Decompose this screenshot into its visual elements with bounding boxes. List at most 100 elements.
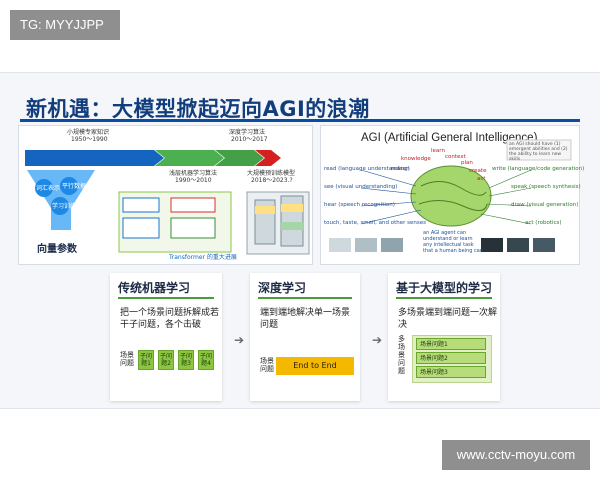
arrow-right-icon: ➔: [234, 333, 245, 347]
scene-problem-3: 场景问题3: [416, 366, 486, 378]
row-label-char-5: 题: [398, 367, 405, 375]
subproblem-2: 子问题2: [158, 350, 174, 370]
scene-problem-1: 场景问题1: [416, 338, 486, 350]
agi-left-hear: hear (speech recognition): [324, 202, 395, 208]
agi-title: AGI (Artificial General Intelligence): [361, 132, 538, 144]
thumb-4: [481, 238, 503, 252]
agi-top-context: context: [445, 154, 466, 160]
scene-problem-2: 场景问题2: [416, 352, 486, 364]
link-hear: [360, 201, 417, 207]
agi-top-create: create: [469, 168, 487, 174]
thumb-3: [381, 238, 403, 252]
card-llm-learning: 基于大模型的学习 多场景端到端问题一次解决 多 场 景 问 题 场景问题1 场景…: [388, 273, 500, 401]
era-4-years: 2018～2023.?: [251, 177, 293, 184]
watermark-bottom: www.cctv-moyu.com: [442, 440, 590, 470]
thumb-6: [533, 238, 555, 252]
agi-left-see: see (visual understanding): [324, 184, 398, 190]
desc-line-1: 多场景端到端问题一次解决: [398, 308, 498, 330]
era-3-years: 2010～2017: [231, 136, 268, 143]
card-description: 端到端地解决单一场景 问题: [260, 307, 350, 331]
end-to-end-bar: End to End: [276, 357, 354, 375]
link-draw: [486, 203, 532, 207]
desc-line-1: 把一个场景问题拆解成若: [120, 308, 220, 318]
transformer-caption: Transformer 的重大进展: [169, 254, 237, 261]
ml-box-3: [122, 217, 160, 239]
era-2-label: 浅层机器学习算法: [169, 170, 218, 177]
era-arrow-1: [25, 150, 164, 166]
row-label-1: 场景: [260, 357, 274, 365]
era-1-label: 小规模专家知识: [67, 129, 110, 136]
desc-line-1: 端到端地解决单一场景: [260, 308, 351, 318]
ml-box-4: [170, 217, 216, 239]
agi-top-reason: reason: [391, 166, 410, 172]
era-arrow-2: [155, 150, 224, 166]
timeline-graphic: [25, 150, 310, 255]
link-read: [360, 169, 417, 187]
card-deep-learning: 深度学习 端到端地解决单一场景 问题 场景 问题 End to End: [250, 273, 360, 401]
row-label-char-3: 景: [398, 351, 405, 359]
subproblem-1: 子问题1: [138, 350, 154, 370]
agi-left-read: read (language understanding): [324, 166, 410, 172]
slide: 新机遇：大模型掀起迈向AGI的浪潮 小规模专: [0, 72, 600, 409]
row-label-char-1: 多: [398, 335, 405, 343]
link-write: [488, 169, 532, 189]
title-accent-line: [396, 297, 492, 299]
funnel-circle-3: [51, 197, 69, 215]
thumb-5: [507, 238, 529, 252]
thumb-1: [329, 238, 351, 252]
agi-left-touch: touch, taste, smell, and other senses: [324, 220, 426, 226]
agi-right-draw: draw (visual generation): [511, 202, 579, 208]
desc-line-2: 干子问题，各个击破: [120, 320, 202, 330]
funnel-caption: 向量参数: [37, 244, 77, 255]
row-label-2: 问题: [120, 359, 134, 367]
desc-line-2: 问题: [260, 320, 279, 330]
ffn-layer: [281, 222, 303, 230]
title-accent-line: [258, 297, 352, 299]
slide-title: 新机遇：大模型掀起迈向AGI的浪潮: [26, 97, 370, 121]
brain-shape: [410, 165, 492, 227]
card-traditional-ml: 传统机器学习 把一个场景问题拆解成若 干子问题，各个击破 场景 问题 子问题1 …: [110, 273, 222, 401]
subproblem-4: 子问题4: [198, 350, 214, 370]
era-arrow-3: [215, 150, 264, 166]
thumb-2: [355, 238, 377, 252]
row-label-char-4: 问: [398, 359, 405, 367]
funnel-item-3: 学习训练: [52, 203, 77, 210]
agi-right-act: act (robotics): [525, 220, 562, 226]
ml-box-2: [170, 197, 216, 213]
decoder-block: [280, 195, 304, 247]
card-description: 把一个场景问题拆解成若 干子问题，各个击破: [120, 307, 219, 331]
card-description: 多场景端到端问题一次解决: [398, 307, 500, 331]
era-2-years: 1990～2010: [175, 177, 212, 184]
agi-top-knowledge: knowledge: [401, 156, 431, 162]
link-see: [360, 187, 417, 195]
era-4-label: 大规模预训练模型: [247, 170, 296, 177]
brain-graphic: [329, 139, 572, 252]
card-title: 传统机器学习: [118, 281, 191, 295]
row-label-1: 场景: [120, 351, 134, 359]
title-underline: [20, 119, 580, 122]
arrow-right-icon: ➔: [372, 333, 383, 347]
note-box: [506, 139, 572, 161]
funnel-item-2: 平行数据: [62, 183, 87, 190]
agi-top-plan: plan: [461, 160, 473, 166]
agi-top-learn: learn: [431, 148, 445, 154]
agi-note: an AGI agent can understand or learn any…: [423, 230, 483, 254]
funnel-item-1: 词汇表示: [36, 185, 61, 192]
link-touch: [360, 209, 422, 225]
era-3-label: 深度学习算法: [229, 129, 266, 136]
card-title: 深度学习: [258, 281, 307, 295]
row-label-char-2: 场: [398, 343, 405, 351]
agi-right-speak: speak (speech synthesis): [511, 184, 581, 190]
attention-layer-1: [255, 206, 275, 214]
watermark-top: TG: MYYJJPP: [10, 10, 120, 40]
era-arrow-4: [255, 150, 281, 166]
link-speak: [488, 187, 532, 197]
row-label-2: 问题: [260, 365, 274, 373]
subproblem-3: 子问题3: [178, 350, 194, 370]
title-accent-line: [118, 297, 214, 299]
row-label: 多 场 景 问 题: [398, 335, 405, 375]
agi-right-write: write (language/code generation): [492, 166, 585, 172]
attention-layer-2: [281, 204, 303, 212]
funnel-circle-2: [60, 177, 78, 195]
funnel-circle-1: [35, 179, 53, 197]
